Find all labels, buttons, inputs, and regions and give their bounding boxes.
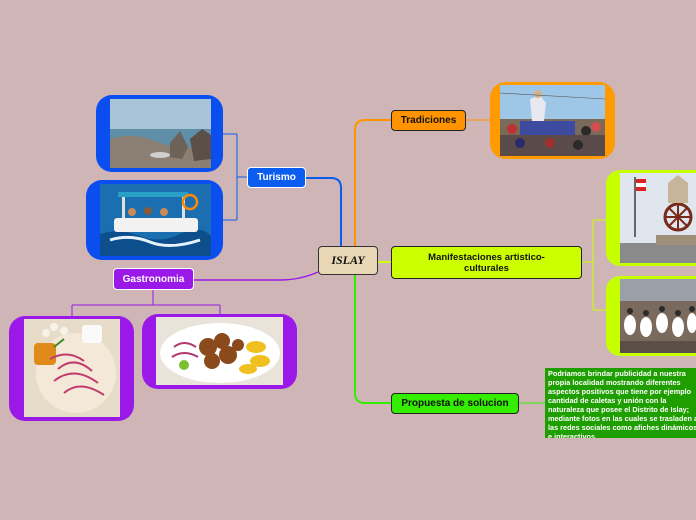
ceviche-image[interactable] — [9, 316, 134, 421]
propuesta-topic[interactable]: Propuesta de solucion — [391, 393, 519, 414]
chicharron-dish-photo — [156, 317, 283, 385]
propuesta-note[interactable]: Podriamos brindar publicidad a nuestra p… — [545, 368, 696, 438]
manifestaciones-topic[interactable]: Manifestaciones artistico-culturales — [391, 246, 582, 279]
tradiciones-topic[interactable]: Tradiciones — [391, 110, 466, 131]
turismo-topic[interactable]: Turismo — [247, 167, 306, 188]
tour-boat-image[interactable] — [86, 180, 223, 260]
monument-plaza-photo — [620, 173, 696, 263]
procession-image[interactable] — [490, 82, 615, 159]
ceviche-dish-photo — [24, 319, 120, 417]
dancers-image[interactable] — [606, 276, 696, 356]
coastline-image[interactable] — [96, 95, 223, 172]
street-dancers-photo — [620, 279, 696, 353]
central-topic[interactable]: ISLAY — [318, 246, 378, 275]
monument-image[interactable] — [606, 170, 696, 266]
religious-procession-photo — [500, 85, 605, 156]
gastronomia-topic[interactable]: Gastronomia — [113, 268, 194, 290]
coastline-photo — [110, 99, 211, 168]
tour-boat-photo — [100, 184, 211, 256]
chicharron-image[interactable] — [142, 314, 297, 389]
